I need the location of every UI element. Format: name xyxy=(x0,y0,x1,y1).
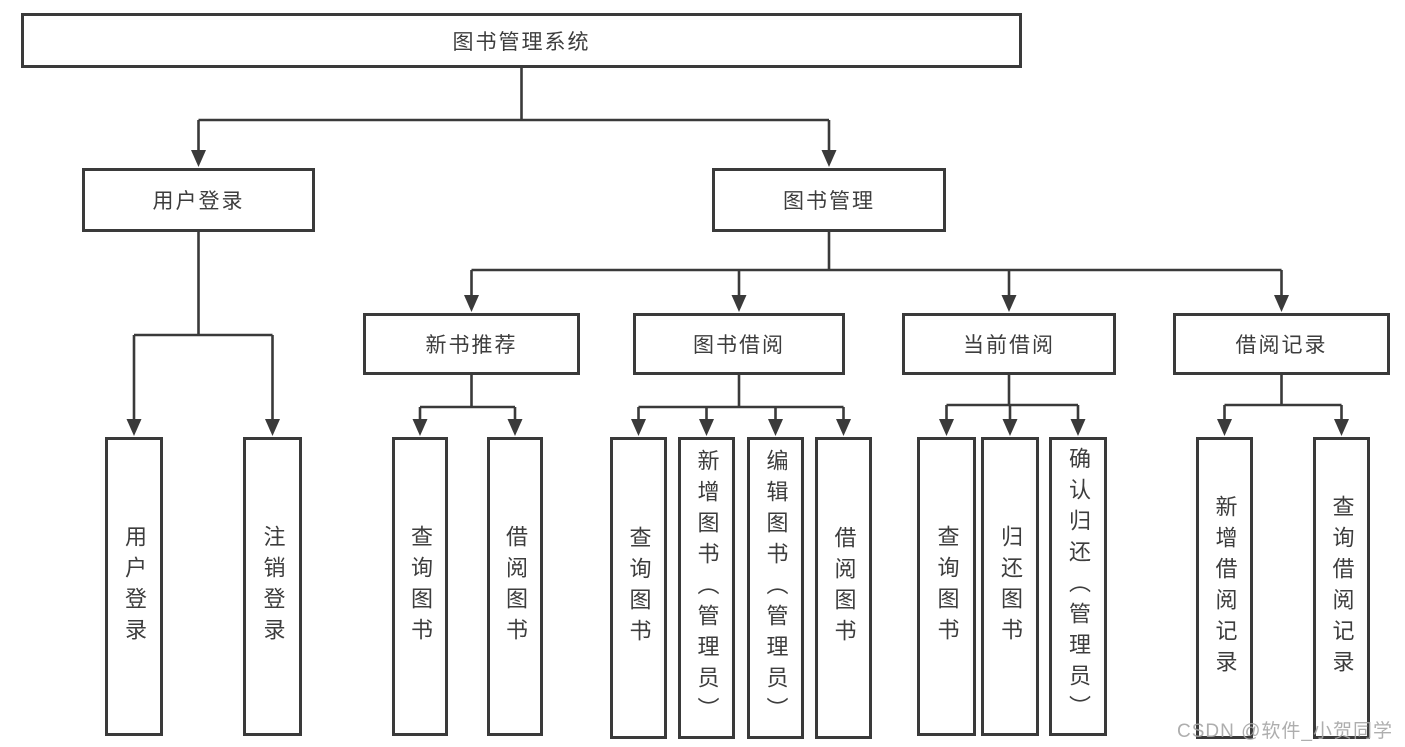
arrowhead xyxy=(1001,295,1017,312)
arrowhead xyxy=(768,419,783,436)
leaf-label: 编辑图书（管理员） xyxy=(763,448,789,728)
node-label: 当前借阅 xyxy=(963,334,1055,357)
node-label: 新书推荐 xyxy=(425,334,518,357)
leaf-label: 借阅图书 xyxy=(831,526,857,650)
leaf-edit-book-admin: 编辑图书（管理员） xyxy=(747,437,804,739)
leaf-label: 查询借阅记录 xyxy=(1329,495,1355,681)
arrowhead xyxy=(821,150,837,167)
arrowhead xyxy=(631,419,646,436)
arrowhead xyxy=(265,419,280,436)
arrowhead xyxy=(699,419,714,436)
node-current-borrowing: 当前借阅 xyxy=(902,313,1116,375)
arrowhead xyxy=(836,419,851,436)
arrowhead xyxy=(464,295,479,312)
node-label: 图书借阅 xyxy=(693,334,785,357)
leaf-return-books: 归还图书 xyxy=(981,437,1039,736)
leaf-logout-login: 注销登录 xyxy=(243,437,302,736)
leaf-query-books-borrowing: 查询图书 xyxy=(610,437,667,739)
leaf-label: 查询图书 xyxy=(934,524,960,649)
leaf-label: 归还图书 xyxy=(998,524,1023,649)
node-book-management: 图书管理 xyxy=(712,168,946,232)
arrowhead xyxy=(1274,295,1289,312)
node-borrowing-records: 借阅记录 xyxy=(1173,313,1390,375)
node-user-login: 用户登录 xyxy=(82,168,315,232)
node-book-borrowing: 图书借阅 xyxy=(633,313,845,375)
arrowhead xyxy=(1334,419,1349,436)
leaf-label: 查询图书 xyxy=(626,526,652,650)
csdn-watermark: CSDN @软件_小贺同学 xyxy=(1177,721,1393,742)
arrowhead xyxy=(126,419,142,436)
node-library-management-system: 图书管理系统 xyxy=(21,13,1022,68)
leaf-user-login: 用户登录 xyxy=(105,437,163,736)
leaf-query-books-recommend: 查询图书 xyxy=(392,437,448,736)
leaf-confirm-return-admin: 确认归还（管理员） xyxy=(1049,437,1107,736)
arrowhead xyxy=(1002,419,1018,436)
node-label: 图书管理 xyxy=(783,190,875,213)
node-label: 用户登录 xyxy=(152,190,245,213)
node-label: 图书管理系统 xyxy=(452,30,591,54)
leaf-add-book-admin: 新增图书（管理员） xyxy=(678,437,735,739)
leaf-add-borrow-record: 新增借阅记录 xyxy=(1196,437,1253,739)
arrowhead xyxy=(507,419,523,436)
leaf-label: 确认归还（管理员） xyxy=(1066,447,1091,726)
arrowhead xyxy=(939,419,954,436)
leaf-label: 用户登录 xyxy=(122,524,147,649)
leaf-label: 新增借阅记录 xyxy=(1212,495,1238,681)
leaf-borrow-books-borrowing: 借阅图书 xyxy=(815,437,872,739)
leaf-query-borrow-record: 查询借阅记录 xyxy=(1313,437,1370,739)
arrowhead xyxy=(412,419,428,436)
arrowhead xyxy=(1217,419,1232,436)
node-label: 借阅记录 xyxy=(1235,334,1328,357)
leaf-query-books-current: 查询图书 xyxy=(917,437,976,736)
leaf-label: 新增图书（管理员） xyxy=(694,448,720,728)
leaf-label: 注销登录 xyxy=(260,524,286,649)
arrowhead xyxy=(731,295,747,312)
leaf-borrow-books-recommend: 借阅图书 xyxy=(487,437,543,736)
node-new-book-recommendation: 新书推荐 xyxy=(363,313,580,375)
leaf-label: 查询图书 xyxy=(408,524,433,649)
arrowhead xyxy=(1070,419,1086,436)
arrowhead xyxy=(191,150,206,167)
leaf-label: 借阅图书 xyxy=(503,524,528,649)
